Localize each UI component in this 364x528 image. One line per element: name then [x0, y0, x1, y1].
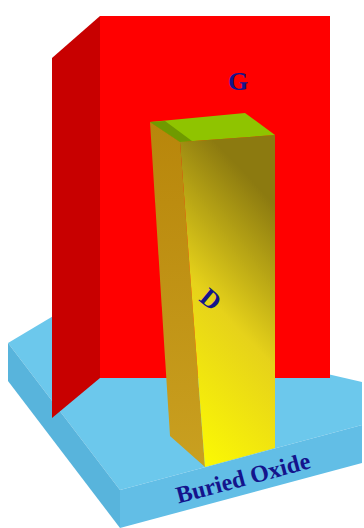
fin-drain — [150, 113, 275, 467]
gate-label: G — [228, 69, 248, 95]
